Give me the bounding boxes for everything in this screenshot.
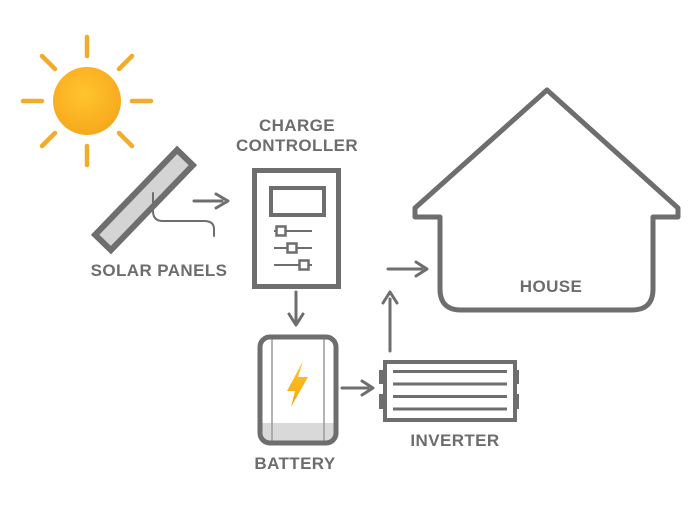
lightning-bolt-icon (287, 361, 308, 407)
charge-controller-label-line1: CHARGE (258, 116, 336, 135)
battery-icon (257, 334, 339, 446)
arrow-panels-to-controller (192, 192, 230, 210)
battery-level-band (260, 423, 336, 443)
inverter-icon (379, 360, 519, 422)
battery-inner-lines (271, 337, 325, 443)
battery-label: BATTERY (254, 454, 336, 473)
inverter-label: INVERTER (410, 431, 500, 450)
solar-panel-icon (90, 145, 198, 255)
sun-rays (20, 34, 154, 168)
battery-border (257, 334, 339, 446)
panel-wire (152, 192, 215, 237)
house-label: HOUSE (519, 277, 583, 296)
charge-controller-label-line2: CONTROLLER (235, 136, 359, 155)
controller-display-screen (269, 186, 326, 217)
slider-handle-2 (286, 242, 298, 254)
house-icon (412, 87, 681, 313)
sun-icon (20, 34, 154, 168)
arrow-battery-to-inverter (340, 379, 375, 397)
inverter-fins (393, 370, 507, 411)
solar-panels-label: SOLAR PANELS (90, 261, 228, 280)
slider-handle-3 (298, 259, 310, 271)
slider-handle-1 (275, 225, 287, 237)
arrow-controller-to-battery (287, 290, 305, 327)
arrow-inverter-up (381, 290, 399, 353)
sun-disc (53, 67, 121, 135)
arrow-into-house (386, 260, 429, 278)
charge-controller-icon (252, 168, 341, 289)
charge-controller-label: CHARGE CONTROLLER (217, 116, 377, 156)
